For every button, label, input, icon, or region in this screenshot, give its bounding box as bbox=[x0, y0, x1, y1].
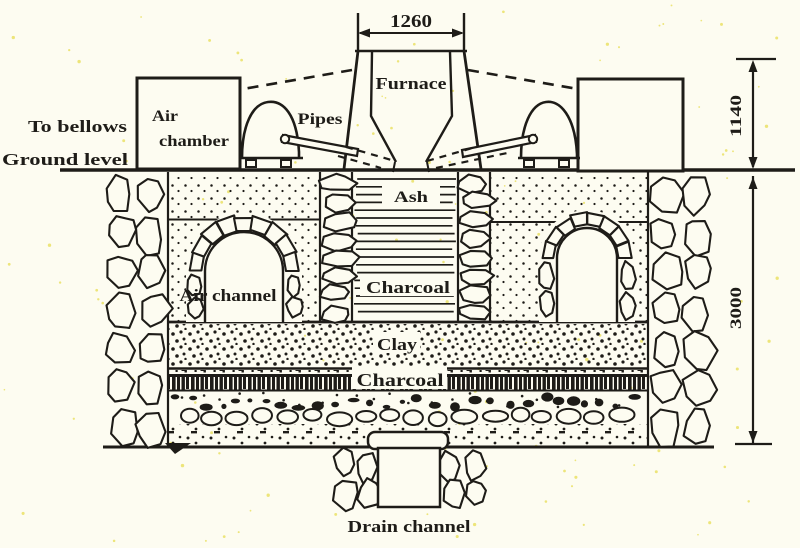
ash-label-bg bbox=[382, 184, 440, 205]
stone-pebble-course bbox=[180, 406, 636, 428]
bellows-dome-right bbox=[519, 100, 579, 159]
air-chamber-label-line2: chamber bbox=[159, 133, 229, 150]
stone-wall-left bbox=[104, 173, 174, 449]
furnace-inner-profile bbox=[369, 51, 454, 163]
air-channel-label: Air channel bbox=[180, 286, 277, 305]
drain-channel-label: Drain channel bbox=[348, 517, 471, 536]
air-chamber-right-box bbox=[576, 77, 685, 173]
pipes-label: Pipes bbox=[298, 111, 343, 128]
dim-3000-arrow-down bbox=[748, 431, 758, 443]
stone-wall-right bbox=[648, 176, 719, 448]
furnace-mouth-width-value: 1260 bbox=[390, 11, 432, 31]
dim-1140-arrow-up bbox=[748, 60, 758, 72]
clay-label: Clay bbox=[377, 335, 418, 354]
drain-capstone bbox=[366, 430, 450, 451]
charcoal-upper-label-bg bbox=[360, 275, 456, 296]
below-ground-depth-value: 3000 bbox=[728, 287, 745, 329]
furnace-label: Furnace bbox=[376, 74, 447, 93]
charcoal-lower-label-bg bbox=[352, 367, 447, 389]
pipe-right-socket bbox=[527, 133, 539, 145]
air-chambers: Air chamber bbox=[135, 76, 685, 173]
ash-label: Ash bbox=[394, 189, 428, 206]
bellows-and-pipes: Pipes bbox=[239, 100, 580, 170]
shaft-stone-lining-right bbox=[456, 173, 498, 321]
pipe-left-socket bbox=[279, 133, 291, 145]
dome-left-foot-1 bbox=[245, 159, 257, 168]
dome-right-foot-2 bbox=[558, 159, 570, 168]
dim-3000-arrow-up bbox=[748, 177, 758, 189]
mouth-width-extension-ticks bbox=[356, 13, 466, 51]
furnace-throat bbox=[392, 161, 430, 173]
charcoal-lump-layer bbox=[170, 391, 641, 412]
dome-right-foot-1 bbox=[523, 159, 535, 168]
dim-arrow-right bbox=[452, 28, 464, 38]
dim-1140-arrow-down bbox=[748, 157, 758, 169]
charcoal-upper-label: Charcoal bbox=[366, 278, 451, 297]
charcoal-lower-label: Charcoal bbox=[357, 370, 444, 390]
ground-level-label: Ground level bbox=[2, 150, 128, 169]
to-bellows-label: To bellows bbox=[28, 117, 127, 136]
corner-debris-wedge bbox=[165, 443, 191, 454]
air-chamber-label-line1: Air bbox=[152, 108, 178, 125]
dim-arrow-left bbox=[358, 28, 370, 38]
drain-channel: Drain channel bbox=[331, 430, 488, 536]
clay-label-bg bbox=[373, 332, 420, 353]
dome-left-foot-2 bbox=[280, 159, 292, 168]
drain-surround-stones bbox=[331, 446, 488, 513]
shaft-stone-lining-left bbox=[317, 172, 361, 324]
drain-channel-opening bbox=[376, 446, 442, 509]
above-ground-height-value: 1140 bbox=[728, 95, 745, 137]
central-shaft: Ash Charcoal bbox=[317, 172, 498, 324]
arched-air-channels bbox=[186, 210, 637, 322]
air-chamber-left-box bbox=[135, 76, 242, 171]
right-dimension-lines: 1140 3000 bbox=[728, 57, 776, 446]
